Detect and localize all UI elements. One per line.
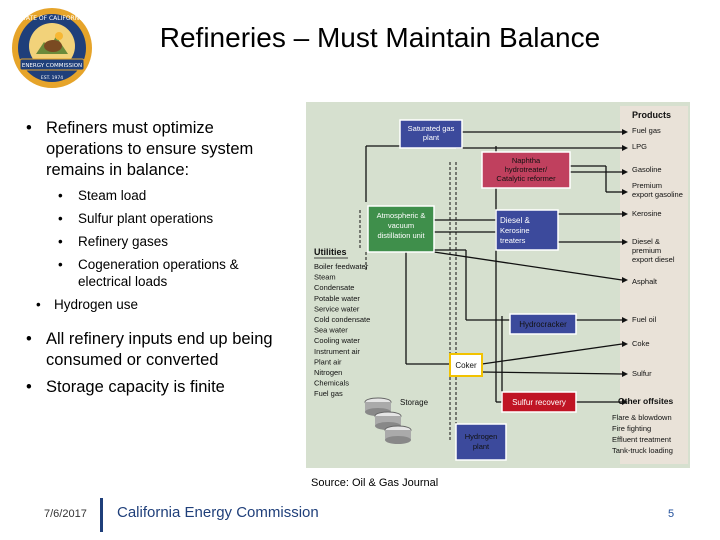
utility-item-2: Condensate	[314, 283, 354, 292]
product-item-3: Premium	[632, 181, 662, 190]
hydrogen-plant-label-2: plant	[473, 442, 490, 451]
utility-item-9: Plant air	[314, 357, 342, 366]
product-item-4: export gasoline	[632, 190, 683, 199]
utility-item-7: Cooling water	[314, 336, 360, 345]
bullet-list: Refiners must optimize operations to ens…	[22, 118, 294, 404]
atmospheric-label-2: vacuum	[388, 221, 414, 230]
sulfur-recovery-box	[501, 391, 577, 413]
storage-tanks-icon	[364, 397, 412, 444]
seal-bottom-text: ENERGY COMMISSION	[22, 63, 82, 69]
sub-bullet-hydrogen: Hydrogen use	[22, 296, 294, 313]
utility-item-6: Sea water	[314, 326, 348, 335]
sulfur-recovery-label: Sulfur recovery	[512, 398, 566, 407]
diesel-label-3: treaters	[500, 236, 526, 245]
product-item-7: premium	[632, 246, 661, 255]
source-note: Source: Oil & Gas Journal	[311, 477, 439, 489]
atmospheric-distillation-box	[367, 205, 435, 253]
utilities-title: Utilities	[314, 247, 347, 257]
saturated-gas-label-1: Saturated gas	[408, 124, 455, 133]
hydrogen-plant-label-1: Hydrogen	[465, 432, 498, 441]
product-item-5: Kerosine	[632, 209, 662, 218]
saturated-gas-label-2: plant	[423, 133, 440, 142]
diesel-label-2: Kerosine	[500, 226, 530, 235]
refinery-diagram: Saturated gas plant Naphtha hydrotreater…	[306, 102, 690, 468]
bullet-inputs: All refinery inputs end up being consume…	[22, 329, 294, 371]
utility-item-5: Cold condensate	[314, 315, 370, 324]
sub-bullet-cogeneration: Cogeneration operations & electrical loa…	[22, 256, 294, 290]
naphtha-label-3: Catalytic reformer	[496, 174, 556, 183]
hydrocracker-box	[509, 313, 577, 335]
utility-item-0: Boiler feedwater	[314, 262, 369, 271]
product-item-6: Diesel &	[632, 237, 660, 246]
bullet-storage: Storage capacity is finite	[22, 377, 294, 398]
coker-label: Coker	[455, 361, 477, 370]
atmospheric-label-1: Atmospheric &	[377, 211, 426, 220]
hydrocracker-label: Hydrocracker	[519, 320, 567, 329]
offsite-item-2: Effluent treatment	[612, 435, 672, 444]
offsite-item-0: Flare & blowdown	[612, 413, 672, 422]
naphtha-label-1: Naphtha	[512, 156, 541, 165]
utility-item-8: Instrument air	[314, 347, 360, 356]
sub-bullet-gases: Refinery gases	[22, 233, 294, 250]
utility-item-1: Steam	[314, 273, 336, 282]
offsite-item-3: Tank-truck loading	[612, 446, 673, 455]
product-item-0: Fuel gas	[632, 126, 661, 135]
offsite-item-1: Fire fighting	[612, 424, 651, 433]
naphtha-reformer-box	[481, 151, 571, 189]
energy-commission-seal: STATE OF CALIFORNIA ENERGY COMMISSION ES…	[12, 8, 92, 88]
product-item-10: Fuel oil	[632, 315, 657, 324]
utility-item-3: Potable water	[314, 294, 360, 303]
slide-title: Refineries – Must Maintain Balance	[159, 22, 601, 53]
storage-label: Storage	[400, 398, 429, 407]
utility-item-10: Nitrogen	[314, 368, 342, 377]
product-item-2: Gasoline	[632, 165, 662, 174]
offsites-title: Other offsites	[618, 396, 674, 406]
footer-organization: California Energy Commission	[117, 504, 319, 521]
hydrogen-plant-box	[455, 423, 507, 461]
utility-item-4: Service water	[314, 304, 360, 313]
sub-bullet-steam: Steam load	[22, 187, 294, 204]
footer-divider	[100, 498, 103, 532]
coker-box	[449, 353, 483, 377]
atmospheric-label-3: distillation unit	[377, 231, 425, 240]
product-item-9: Asphalt	[632, 277, 658, 286]
product-item-11: Coke	[632, 339, 650, 348]
utility-item-12: Fuel gas	[314, 389, 343, 398]
footer-page-number: 5	[668, 508, 675, 520]
flow-arrows	[622, 129, 628, 405]
utility-dashed-lines	[359, 162, 457, 442]
seal-top-text: STATE OF CALIFORNIA	[19, 15, 86, 22]
bullet-optimize: Refiners must optimize operations to ens…	[22, 118, 294, 181]
products-title: Products	[632, 110, 671, 120]
diesel-label-1: Diesel &	[500, 216, 530, 225]
diesel-kerosine-treaters-box	[495, 209, 559, 251]
products-panel	[620, 106, 688, 464]
flow-lines	[365, 131, 623, 403]
product-item-12: Sulfur	[632, 369, 652, 378]
footer-date: 7/6/2017	[44, 508, 87, 520]
seal-est-text: EST. 1974	[41, 75, 63, 81]
product-item-1: LPG	[632, 142, 647, 151]
product-item-8: export diesel	[632, 255, 675, 264]
utility-item-11: Chemicals	[314, 379, 349, 388]
sub-bullet-sulfur: Sulfur plant operations	[22, 210, 294, 227]
saturated-gas-plant-box	[399, 119, 463, 149]
naphtha-label-2: hydrotreater/	[505, 165, 548, 174]
